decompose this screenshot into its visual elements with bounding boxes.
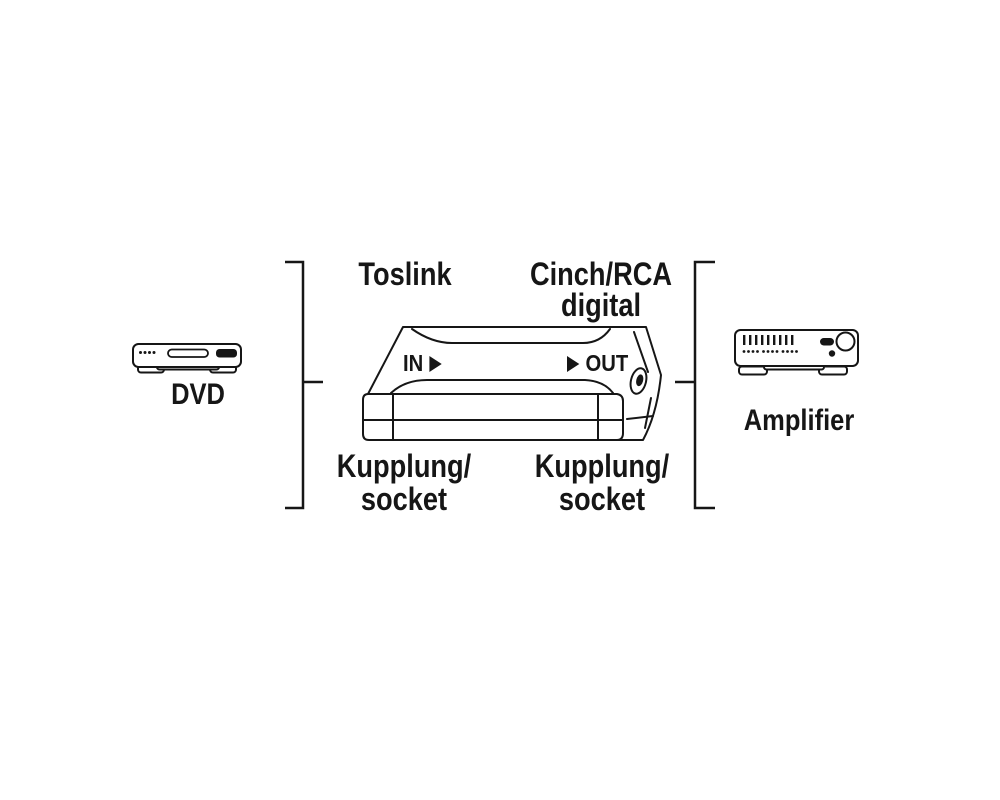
dvd-label: DVD xyxy=(171,378,225,411)
converter-end-fold-top xyxy=(633,331,649,373)
kupplung-right-line2: socket xyxy=(558,481,646,517)
amp-vent-bars xyxy=(743,335,794,345)
kupplung-socket-left-label: Kupplung/ socket xyxy=(319,450,489,516)
converter-silhouette xyxy=(362,326,662,441)
amplifier-label: Amplifier xyxy=(743,404,855,437)
dvd-display xyxy=(216,349,237,358)
amp-button-dots xyxy=(742,350,798,353)
kupplung-socket-right-label: Kupplung/ socket xyxy=(517,450,687,516)
amp-foot-left xyxy=(738,365,768,376)
amp-volume-knob xyxy=(835,331,856,352)
kupplung-left-line1: Kupplung/ xyxy=(336,448,472,484)
out-label: OUT xyxy=(585,350,629,376)
converter-top-recess-lower xyxy=(390,379,614,394)
amp-power-dot xyxy=(828,350,836,357)
converter-side-seam xyxy=(626,415,654,420)
out-port: OUT xyxy=(567,352,628,375)
in-label: IN xyxy=(403,350,424,376)
out-arrow-icon xyxy=(567,355,580,372)
kupplung-left-line2: socket xyxy=(360,481,448,517)
cinch-rca-digital-label: Cinch/RCA digital xyxy=(516,256,686,323)
dvd-player-icon xyxy=(132,343,242,374)
converter-end-fold-bottom xyxy=(644,397,652,429)
dvd-front-dots xyxy=(139,351,156,354)
left-bracket xyxy=(285,260,323,510)
in-port: IN xyxy=(403,352,442,375)
converter-front-edge xyxy=(367,393,624,441)
digital-line: digital xyxy=(560,287,642,323)
rca-connector-icon xyxy=(629,367,648,395)
cinch-rca-line: Cinch/RCA xyxy=(529,256,673,292)
right-bracket xyxy=(675,260,715,510)
in-arrow-icon xyxy=(429,355,442,372)
converter-box-icon xyxy=(362,326,662,441)
toslink-label: Toslink xyxy=(358,256,452,292)
amplifier-icon xyxy=(734,329,859,376)
converter-top-recess-upper xyxy=(411,328,611,344)
dvd-disc-slot xyxy=(167,348,209,358)
kupplung-right-line1: Kupplung/ xyxy=(534,448,670,484)
amp-display xyxy=(820,338,834,346)
